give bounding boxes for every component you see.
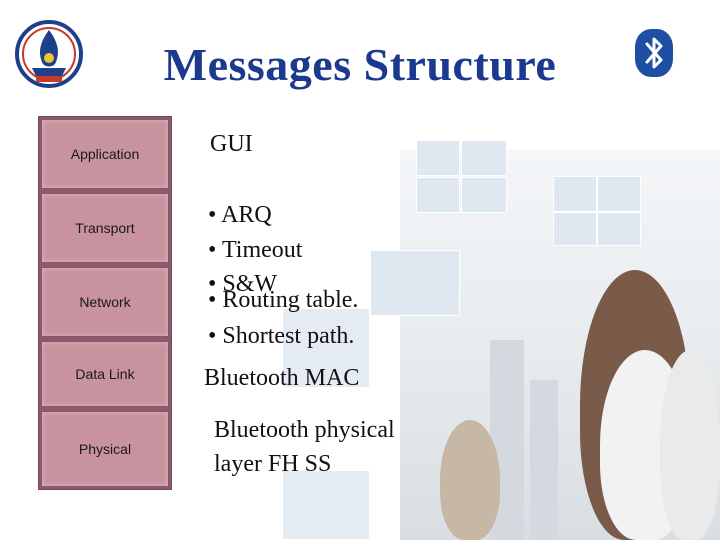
desc-transport-arq: • ARQ <box>208 202 272 228</box>
layer-data-link: Data Link <box>41 341 169 407</box>
person-figure <box>440 420 500 540</box>
decor-tile <box>553 176 597 212</box>
decor-tile <box>597 212 641 246</box>
university-logo <box>15 20 83 88</box>
decor-tile <box>597 176 641 212</box>
decor-tile <box>416 177 460 213</box>
decor-tile <box>282 308 370 388</box>
page-title: Messages Structure <box>163 39 557 90</box>
decor-tile <box>282 470 370 540</box>
decor-tile <box>370 250 460 316</box>
layer-physical: Physical <box>41 411 169 487</box>
person-figure <box>660 350 720 540</box>
decor-tile <box>416 140 460 176</box>
desc-application: GUI <box>210 131 253 157</box>
building-shape <box>530 380 558 540</box>
decor-tile <box>461 140 507 176</box>
desc-datalink: Bluetooth MAC <box>204 365 360 391</box>
decor-tile <box>461 177 507 213</box>
desc-network-routing: • Routing table. <box>208 287 359 313</box>
decor-tile <box>553 212 597 246</box>
desc-physical-line2: layer FH SS <box>214 451 332 477</box>
layer-network: Network <box>41 267 169 337</box>
layer-application: Application <box>41 119 169 189</box>
bluetooth-icon <box>635 29 673 77</box>
desc-transport-sw: • S&W <box>208 271 278 297</box>
layer-transport: Transport <box>41 193 169 263</box>
desc-physical-line1: Bluetooth physical <box>214 417 395 443</box>
desc-network-shortest: • Shortest path. <box>208 323 355 349</box>
layer-stack: Application Transport Network Data Link … <box>38 116 172 490</box>
desc-transport-timeout: • Timeout <box>208 237 303 263</box>
